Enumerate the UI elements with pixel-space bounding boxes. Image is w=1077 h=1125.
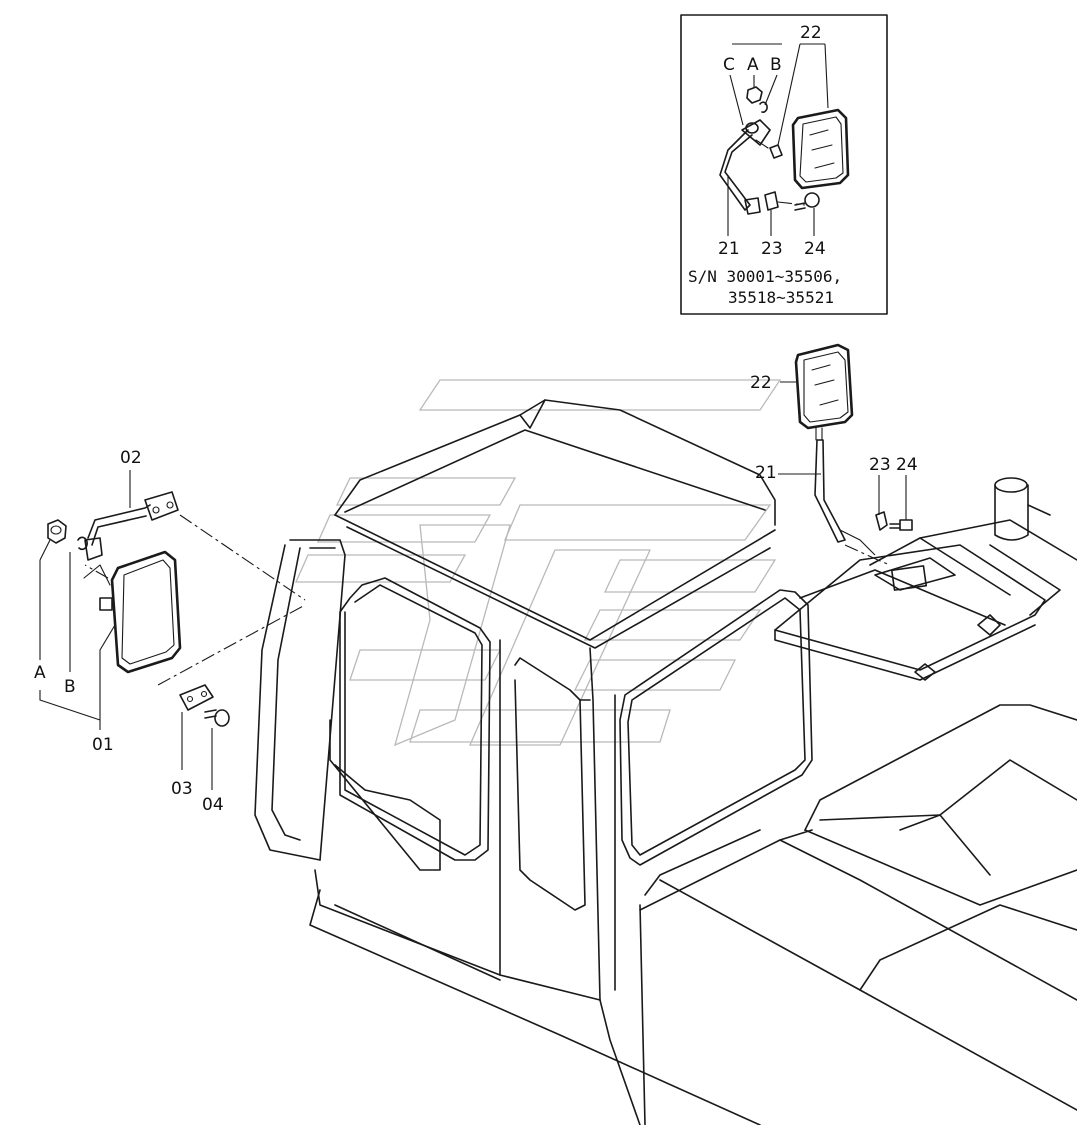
- bolt-24: [889, 519, 913, 531]
- mirror-01: [110, 550, 182, 674]
- inset-washer-B: [759, 101, 768, 113]
- inset-nut-C: [745, 122, 759, 134]
- label-A-left: A: [34, 663, 46, 683]
- bolt-04: [204, 709, 230, 727]
- rear-deck: [779, 704, 1077, 1001]
- inset-label-A: A: [747, 55, 759, 75]
- inset-label-C: C: [723, 55, 735, 75]
- leader-line: [844, 544, 891, 566]
- bracket-03: [179, 684, 214, 711]
- side-console: [774, 477, 1077, 681]
- inset-nut-A: [746, 86, 763, 104]
- label-23-main: 23: [869, 455, 891, 475]
- label-22-main: 22: [750, 373, 772, 393]
- cab-body: [254, 399, 1077, 1125]
- inset-label-22: 22: [800, 23, 822, 43]
- inset-label-B: B: [770, 55, 782, 75]
- inset-detail: [680, 14, 888, 315]
- label-21-main: 21: [755, 463, 777, 483]
- mirror-22: [794, 343, 854, 430]
- label-01: 01: [92, 735, 114, 755]
- stay-21: [814, 427, 846, 543]
- serial-range-line2: 35518~35521: [728, 288, 834, 307]
- serial-range-line1: S/N 30001~35506,: [688, 267, 842, 286]
- label-B-left: B: [64, 677, 76, 697]
- watermark-logo: [294, 379, 782, 747]
- inset-label-21: 21: [718, 239, 740, 259]
- inset-mirror-22: [791, 108, 850, 190]
- label-03: 03: [171, 779, 193, 799]
- inset-label-23: 23: [761, 239, 783, 259]
- inset-bolt-24: [794, 192, 820, 211]
- washer-B: [77, 536, 88, 551]
- left-mirror-assembly: [47, 491, 230, 727]
- label-02: 02: [120, 448, 142, 468]
- bracket-23: [875, 511, 888, 531]
- main-mirror-assembly: [794, 343, 913, 566]
- label-04: 04: [202, 795, 224, 815]
- stay-02: [84, 491, 179, 561]
- inset-label-24: 24: [804, 239, 826, 259]
- label-24-main: 24: [896, 455, 918, 475]
- inset-bracket-23: [764, 191, 779, 211]
- nut-A: [47, 519, 67, 544]
